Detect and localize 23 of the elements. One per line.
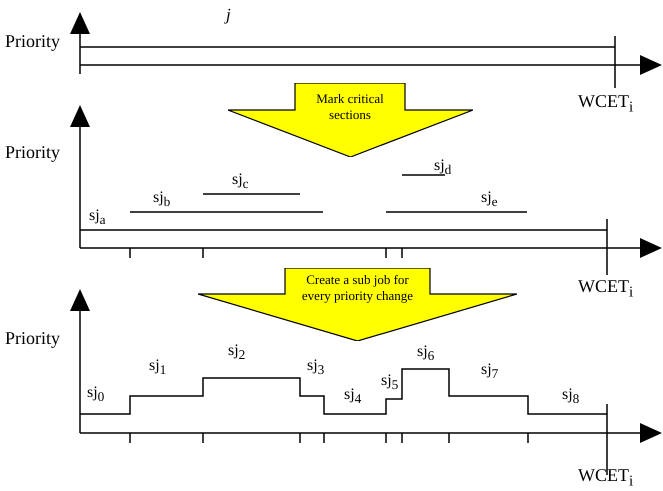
arrow-text: Mark critical sections bbox=[315, 91, 385, 124]
sub-job-label: sj$_{3}$ bbox=[307, 358, 324, 377]
sub-job-label: sj$_{e}$ bbox=[481, 190, 498, 209]
sub-job-label: sj$_{2}$ bbox=[228, 343, 246, 362]
sub-job-label: sj$_{b}$ bbox=[153, 190, 170, 209]
sub-job-label: sj$_{7}$ bbox=[481, 362, 498, 381]
sub-job-label: sj$_{6}$ bbox=[417, 344, 434, 363]
sub-job-label: sj$_{5}$ bbox=[381, 373, 398, 392]
axis-label: Priority bbox=[5, 329, 60, 347]
sub-job-label: sj$_{1}$ bbox=[149, 358, 166, 377]
sub-job-label: sj$_{0}$ bbox=[87, 385, 104, 404]
sub-job-label: sj$_{a}$ bbox=[89, 208, 106, 227]
sub-job-label: sj$_{d}$ bbox=[434, 158, 452, 177]
job-name: j bbox=[226, 6, 231, 23]
arrow-text: Create a sub job for every priority change bbox=[300, 272, 414, 304]
axis-label: WCET$_{i}$ bbox=[578, 277, 634, 301]
axis-label: WCET$_{i}$ bbox=[578, 92, 634, 116]
sub-job-label: sj$_{4}$ bbox=[344, 387, 362, 406]
axis-label: Priority bbox=[5, 32, 60, 50]
sub-job-label: sj$_{8}$ bbox=[562, 387, 580, 406]
axis-label: Priority bbox=[5, 143, 60, 161]
axis-label: WCET$_{i}$ bbox=[578, 466, 634, 490]
sub-job-label: sj$_{c}$ bbox=[232, 172, 249, 191]
